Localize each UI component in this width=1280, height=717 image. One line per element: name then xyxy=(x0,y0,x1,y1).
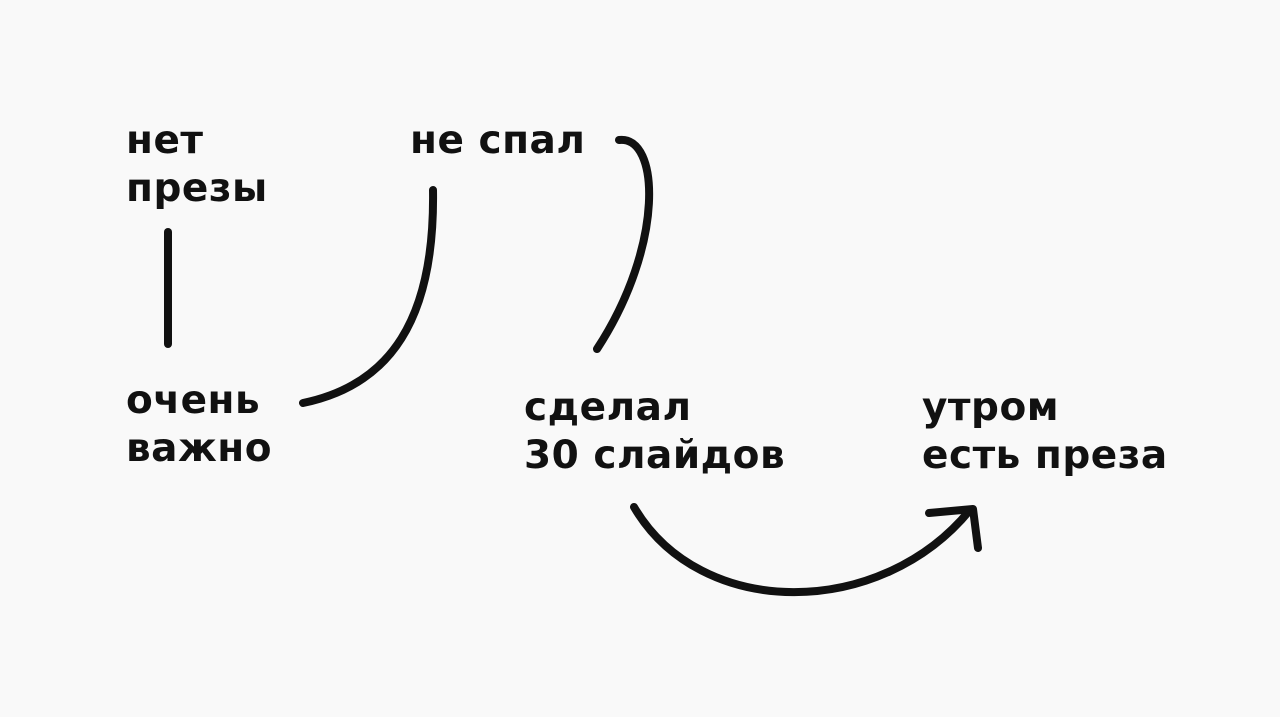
node-morning-line-1: утром xyxy=(922,385,1060,430)
node-no-deck: нет презы xyxy=(126,117,268,213)
node-no-deck-line-1: нет xyxy=(126,118,204,163)
node-important-line-1: очень xyxy=(126,378,261,423)
node-no-sleep-line-1: не спал xyxy=(410,118,586,163)
arrowhead-icon xyxy=(925,505,982,552)
connector-did-to-morning xyxy=(630,503,974,597)
node-morning-line-2: есть преза xyxy=(922,433,1168,478)
connector-no-sleep-to-did xyxy=(593,135,654,353)
node-did-slides-line-2: 30 слайдов xyxy=(524,433,786,478)
connector-important-to-no-sleep xyxy=(299,186,438,407)
node-did-slides: сделал 30 слайдов xyxy=(524,384,785,480)
node-important: очень важно xyxy=(126,377,272,473)
node-important-line-2: важно xyxy=(126,426,273,471)
node-no-sleep: не спал xyxy=(410,117,585,165)
node-did-slides-line-1: сделал xyxy=(524,385,692,430)
node-no-deck-line-2: презы xyxy=(126,166,268,211)
node-morning: утром есть преза xyxy=(922,384,1168,480)
